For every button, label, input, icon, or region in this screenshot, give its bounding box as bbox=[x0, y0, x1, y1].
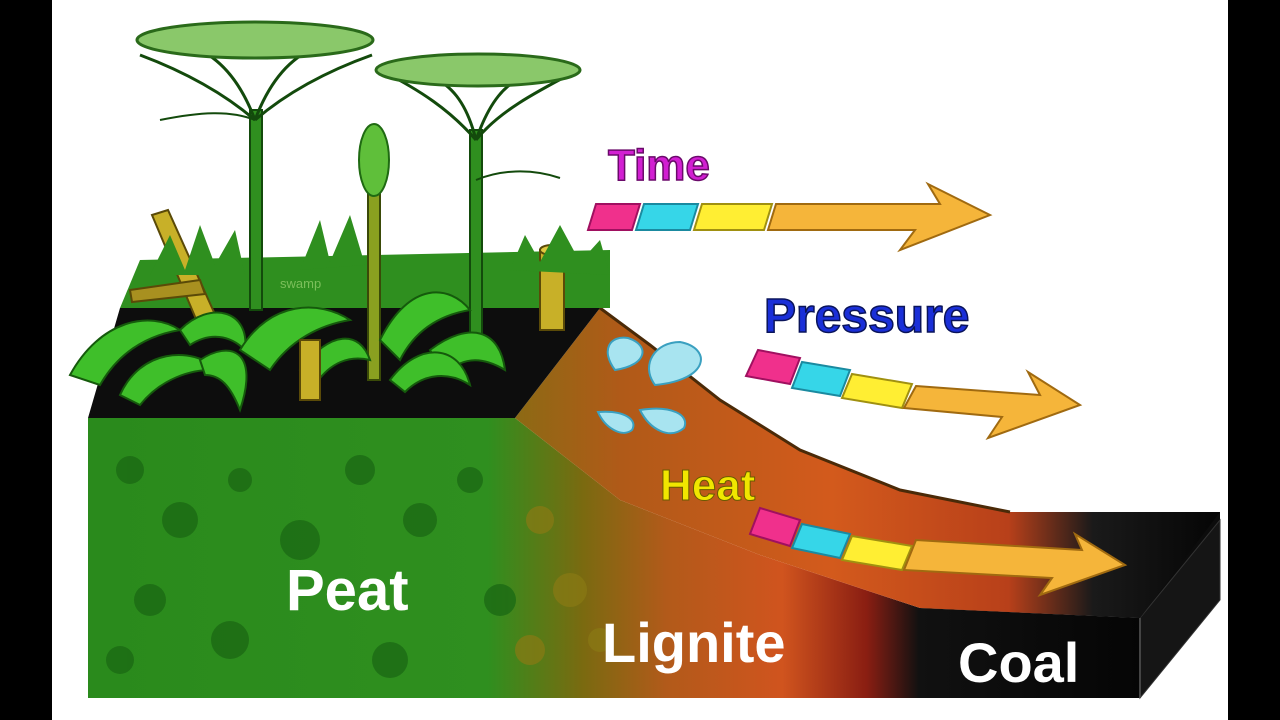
arrow-right-icon bbox=[902, 369, 1083, 440]
time-label: Time bbox=[608, 141, 710, 190]
swamp-label: swamp bbox=[280, 276, 321, 291]
water-droplet-icon bbox=[596, 336, 702, 435]
strata-front-face bbox=[88, 418, 1140, 698]
pressure-label: Pressure bbox=[764, 290, 969, 343]
tree-fern-icon bbox=[135, 20, 375, 311]
time-arrow bbox=[586, 181, 993, 253]
lignite-texture bbox=[515, 506, 612, 665]
heat-arrow bbox=[748, 506, 1128, 597]
letterbox-right bbox=[1228, 0, 1280, 720]
arrow-right-icon bbox=[766, 181, 993, 253]
diagram-svg: swamp bbox=[68, 20, 1221, 700]
peat-texture bbox=[106, 455, 516, 678]
coal-formation-diagram: swamp bbox=[52, 0, 1228, 720]
grass-patch bbox=[150, 215, 610, 275]
pressure-arrow bbox=[744, 348, 1083, 440]
fern-icon bbox=[378, 291, 507, 394]
peat-label: Peat bbox=[286, 558, 409, 623]
buried-slope-layer bbox=[515, 308, 1220, 618]
letterbox-left bbox=[0, 0, 52, 720]
tree-fern-icon bbox=[374, 52, 582, 341]
coal-label: Coal bbox=[958, 631, 1079, 694]
horsetail-icon bbox=[358, 123, 390, 381]
fern-icon bbox=[238, 306, 372, 401]
heat-label: Heat bbox=[660, 461, 756, 510]
lignite-label: Lignite bbox=[602, 611, 786, 674]
arrow-right-icon bbox=[902, 531, 1128, 597]
